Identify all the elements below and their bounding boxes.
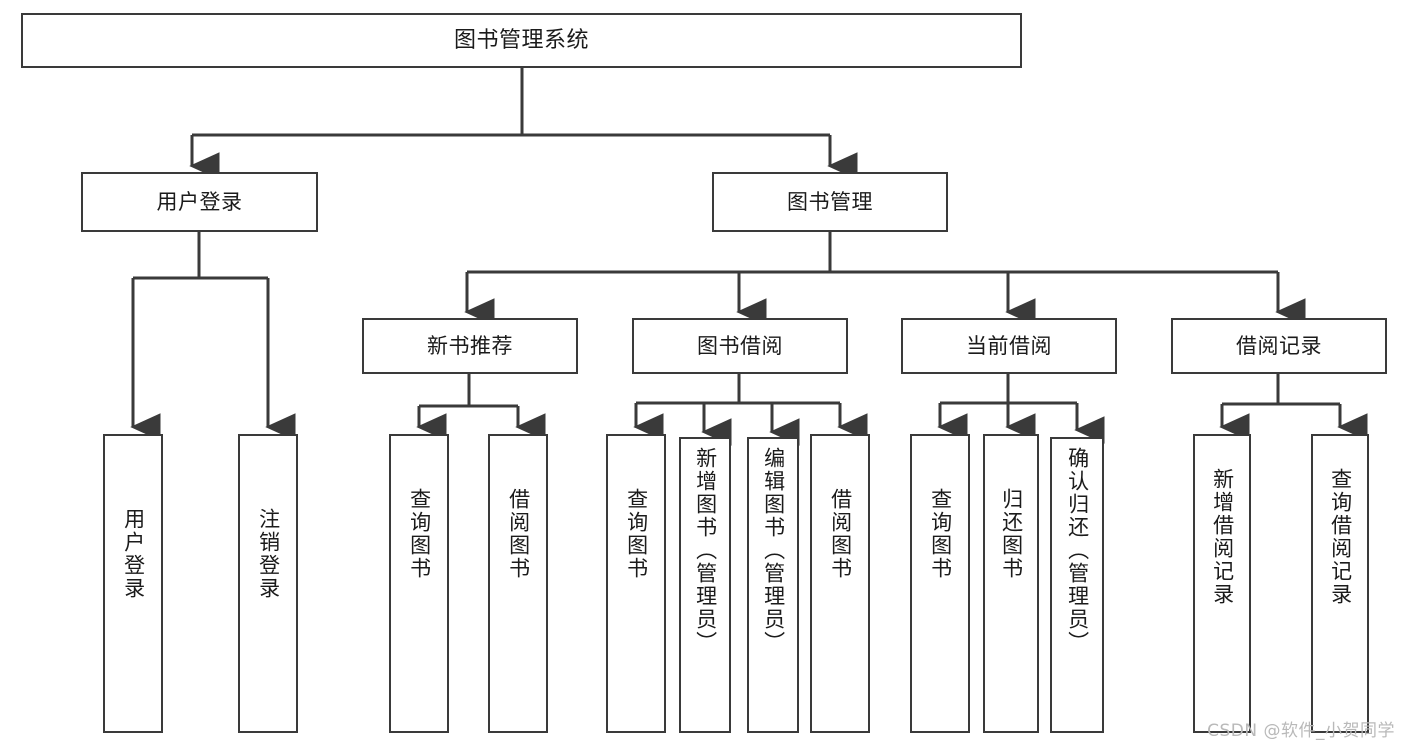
leaf-label: 借阅图书 — [828, 488, 853, 580]
leaf-borrow-query-book[interactable]: 查询图书 — [606, 434, 666, 733]
node-label: 用户登录 — [156, 189, 243, 214]
leaf-label: 归还图书 — [999, 488, 1024, 580]
leaf-borrow-edit-book-admin[interactable]: 编辑图书（管理员） — [747, 437, 799, 733]
node-root-system[interactable]: 图书管理系统 — [21, 13, 1022, 68]
node-current-borrow[interactable]: 当前借阅 — [901, 318, 1117, 374]
node-book-management[interactable]: 图书管理 — [712, 172, 948, 232]
node-borrow-record[interactable]: 借阅记录 — [1171, 318, 1387, 374]
leaf-label: 新增借阅记录 — [1210, 468, 1235, 606]
leaf-label: 注销登录 — [256, 508, 281, 600]
leaf-borrow-borrow-book[interactable]: 借阅图书 — [810, 434, 870, 733]
leaf-label: 用户登录 — [121, 508, 146, 600]
leaf-label: 查询图书 — [624, 488, 649, 580]
leaf-label: 新增图书（管理员） — [693, 447, 718, 654]
leaf-current-return-book[interactable]: 归还图书 — [983, 434, 1039, 733]
node-label: 图书管理 — [787, 189, 873, 214]
leaf-newbook-query-book[interactable]: 查询图书 — [389, 434, 449, 733]
node-label: 借阅记录 — [1236, 333, 1322, 358]
leaf-label: 查询图书 — [928, 488, 953, 580]
leaf-user-login-signin[interactable]: 用户登录 — [103, 434, 163, 733]
leaf-label: 确认归还（管理员） — [1065, 447, 1090, 654]
leaf-label: 借阅图书 — [506, 488, 531, 580]
csdn-watermark: CSDN @软件_小贺同学 — [1207, 721, 1395, 741]
node-label: 图书借阅 — [697, 333, 783, 358]
leaf-user-login-signout[interactable]: 注销登录 — [238, 434, 298, 733]
leaf-borrow-add-book-admin[interactable]: 新增图书（管理员） — [679, 437, 731, 733]
leaf-record-add-record[interactable]: 新增借阅记录 — [1193, 434, 1251, 733]
leaf-record-query-record[interactable]: 查询借阅记录 — [1311, 434, 1369, 733]
node-book-borrow[interactable]: 图书借阅 — [632, 318, 848, 374]
leaf-current-query-book[interactable]: 查询图书 — [910, 434, 970, 733]
leaf-newbook-borrow-book[interactable]: 借阅图书 — [488, 434, 548, 733]
leaf-label: 查询图书 — [407, 488, 432, 580]
leaf-current-confirm-return-admin[interactable]: 确认归还（管理员） — [1050, 437, 1104, 733]
node-label: 当前借阅 — [966, 333, 1052, 358]
node-label: 新书推荐 — [427, 333, 513, 358]
node-label: 图书管理系统 — [453, 27, 589, 53]
leaf-label: 查询借阅记录 — [1328, 468, 1353, 606]
node-user-login[interactable]: 用户登录 — [81, 172, 318, 232]
leaf-label: 编辑图书（管理员） — [761, 447, 786, 654]
node-new-book-recommend[interactable]: 新书推荐 — [362, 318, 578, 374]
